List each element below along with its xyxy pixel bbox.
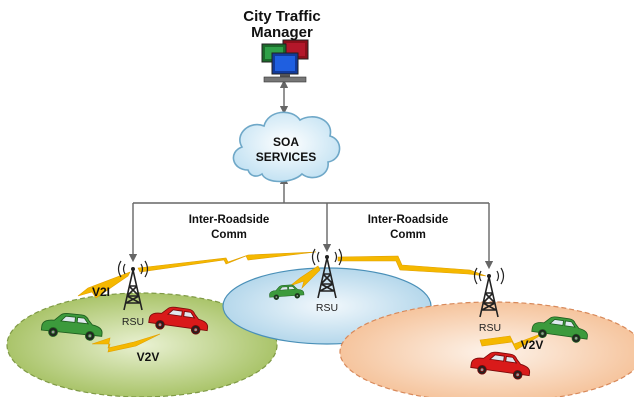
rsu-label-left: RSU	[122, 316, 144, 328]
inter-roadside-left-line2: Comm	[211, 229, 247, 241]
cloud-icon	[232, 111, 341, 183]
v2v-label-left: V2V	[137, 350, 160, 364]
rsu-label-right: RSU	[479, 322, 501, 334]
inter-roadside-left-line1: Inter-Roadside	[189, 214, 270, 226]
cloud-label-line2: SERVICES	[256, 150, 316, 164]
cloud-label-line1: SOA	[273, 135, 299, 149]
inter-roadside-right-line2: Comm	[390, 229, 426, 241]
monitor-icon	[261, 39, 309, 83]
inter-roadside-right-line1: Inter-Roadside	[368, 214, 449, 226]
v2i-label: V2I	[92, 285, 110, 299]
title-line1: City Traffic	[243, 8, 321, 25]
lightning-link-icon	[77, 251, 547, 353]
backbone-lines	[128, 79, 494, 270]
v2v-label-right: V2V	[521, 338, 544, 352]
rsu-label-center: RSU	[316, 302, 338, 314]
title-line2: Manager	[251, 24, 313, 41]
